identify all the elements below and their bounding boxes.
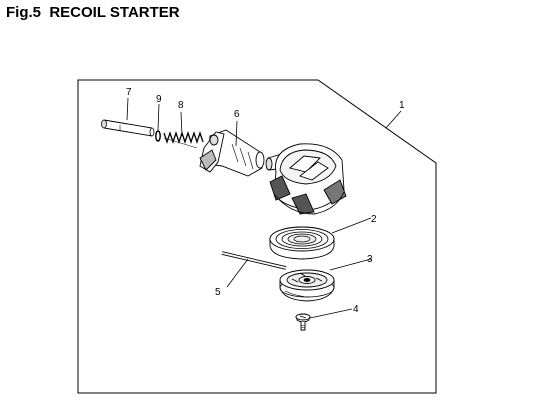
callout-1: 1 <box>399 100 405 111</box>
callout-5: 5 <box>215 287 221 298</box>
callout-8: 8 <box>178 100 184 111</box>
callout-2: 2 <box>371 214 377 225</box>
o-ring-drawing <box>155 130 161 142</box>
figure-title: Fig.5 RECOIL STARTER <box>6 4 180 21</box>
handle-spring-drawing <box>163 130 204 149</box>
leader-lines <box>126 97 402 319</box>
callout-9: 9 <box>156 94 162 105</box>
starter-housing-drawing <box>265 143 347 215</box>
handle-pin-drawing <box>101 119 155 137</box>
callout-4: 4 <box>353 304 359 315</box>
starter-rope-drawing <box>221 251 287 270</box>
callout-6: 6 <box>234 109 240 120</box>
center-screw-drawing <box>295 313 311 331</box>
callout-7: 7 <box>126 87 132 98</box>
reel-pulley-drawing <box>279 269 335 302</box>
assembly-border <box>77 79 437 394</box>
recoil-spring-drawing <box>269 226 335 260</box>
starter-handle-drawing <box>199 129 265 177</box>
callout-3: 3 <box>367 254 373 265</box>
